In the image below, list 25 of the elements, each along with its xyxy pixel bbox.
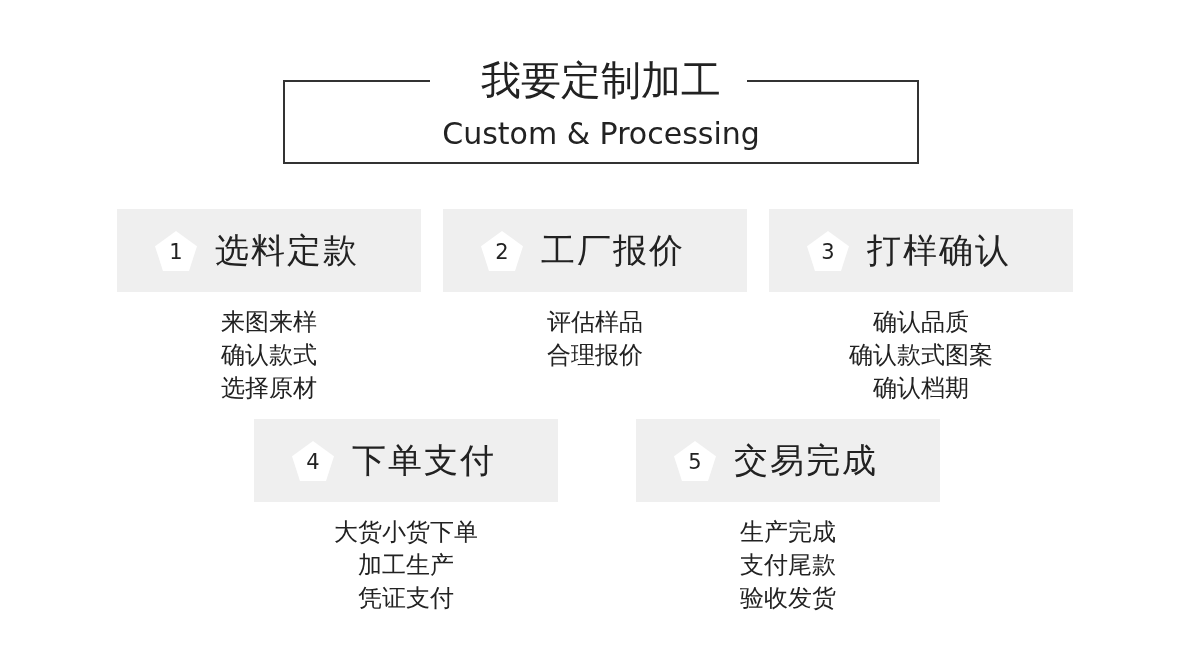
step-number: 2 [494, 240, 510, 264]
step-description: 凭证支付 [357, 583, 455, 614]
step-description: 生产完成 [739, 517, 837, 548]
step-number: 4 [305, 450, 321, 474]
step-description: 来图来样 [220, 307, 318, 338]
step-description: 确认档期 [872, 373, 970, 404]
step-title: 下单支付 [352, 439, 496, 482]
step-description: 确认品质 [872, 307, 970, 338]
step-description: 加工生产 [357, 550, 455, 581]
step-description: 选择原材 [220, 373, 318, 404]
subheading-text: Custom & Processing [441, 116, 761, 152]
step-description: 大货小货下单 [333, 517, 479, 548]
step-description: 确认款式图案 [848, 340, 994, 371]
step-number: 1 [168, 240, 184, 264]
step-description: 评估样品 [546, 307, 644, 338]
step-description: 确认款式 [220, 340, 318, 371]
step-title: 选料定款 [215, 229, 359, 272]
step-number: 5 [687, 450, 703, 474]
step-number: 3 [820, 240, 836, 264]
step-title: 打样确认 [867, 229, 1011, 272]
step-description: 支付尾款 [739, 550, 837, 581]
step-title: 交易完成 [734, 439, 878, 482]
step-title: 工厂报价 [541, 229, 685, 272]
step-description: 验收发货 [739, 583, 837, 614]
step-description: 合理报价 [546, 340, 644, 371]
